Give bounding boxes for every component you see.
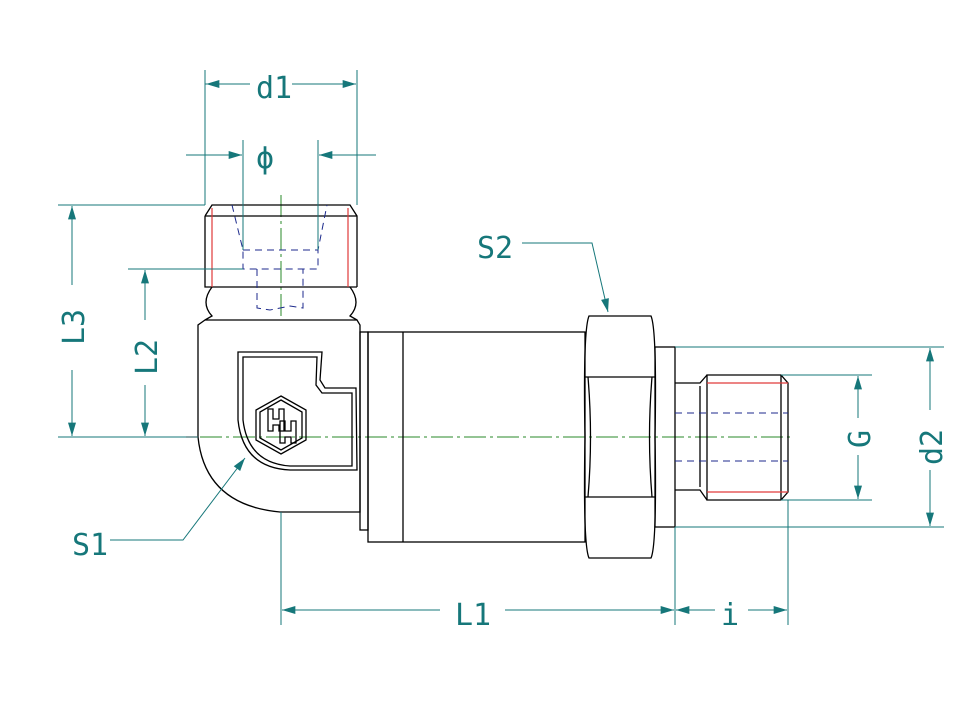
label-G: G [843, 430, 878, 448]
neck [675, 374, 708, 501]
label-S1: S1 [72, 528, 108, 563]
outlet-threaded-section [204, 204, 358, 288]
collar [654, 346, 676, 528]
label-d2: d2 [915, 429, 950, 465]
dimension-i: i [675, 500, 789, 633]
label-L1: L1 [455, 598, 491, 633]
dimension-L1: L1 [280, 512, 676, 633]
dimension-d1: d1 [204, 70, 358, 205]
callout-S2: S2 [477, 231, 609, 313]
label-L2: L2 [130, 339, 165, 375]
elbow-recess [237, 351, 358, 471]
brand-logo [255, 395, 307, 455]
flange-plate [359, 331, 369, 531]
top-outlet [204, 204, 358, 321]
label-L3: L3 [57, 309, 92, 345]
elbow-body [197, 319, 361, 513]
elbow-recess-inner [242, 356, 353, 467]
label-d1: d1 [256, 71, 292, 106]
dimension-d2: d2 [675, 346, 950, 528]
dimension-diameter: ϕ [186, 140, 376, 250]
outlet-neck [204, 286, 358, 321]
elbow-outline [197, 319, 361, 513]
label-i: i [721, 598, 739, 633]
process-connection [654, 346, 789, 528]
label-diameter: ϕ [256, 141, 274, 176]
callout-S1: S1 [72, 457, 246, 563]
dimension-L3: L3 [57, 204, 205, 438]
dimension-G: G [781, 374, 878, 501]
dimension-L2: L2 [128, 268, 243, 436]
outlet-bore-hidden [231, 204, 328, 311]
label-S2: S2 [477, 231, 513, 266]
